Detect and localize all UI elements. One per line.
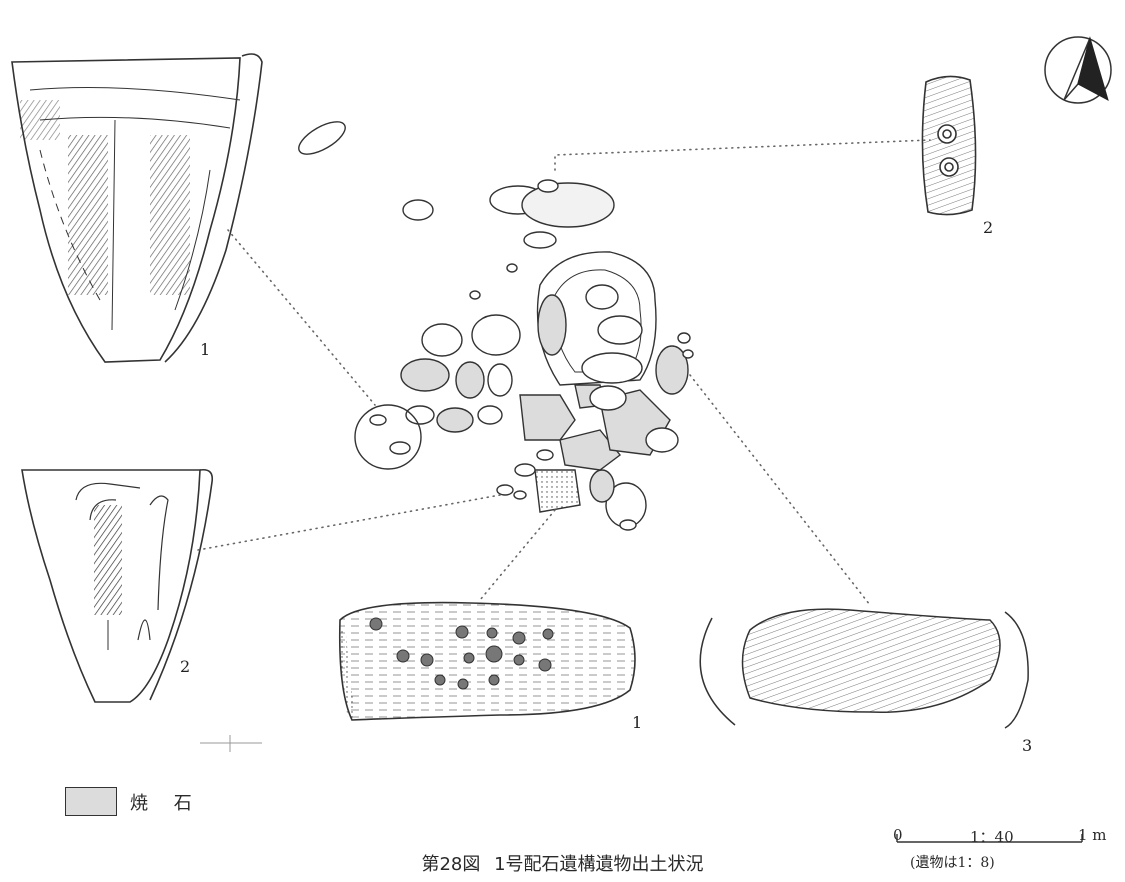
pottery-fragment-2-drawing bbox=[21, 468, 214, 703]
stone-artifact-2-drawing bbox=[921, 75, 977, 216]
stone-2-label: 2 bbox=[983, 218, 994, 237]
scale-ratio: 1：40 bbox=[970, 828, 1014, 846]
stone-1-label: 1 bbox=[632, 713, 643, 732]
pottery-fragment-1-drawing bbox=[11, 53, 263, 363]
stone-3-label: 3 bbox=[1022, 736, 1033, 755]
legend-label: 焼 石 bbox=[130, 793, 202, 814]
scale-bar bbox=[896, 834, 1083, 843]
leader-lines bbox=[197, 139, 931, 606]
pottery-1-label: 1 bbox=[200, 340, 211, 359]
stone-artifact-3-drawing bbox=[699, 608, 1029, 729]
scale-end: 1 m bbox=[1078, 826, 1107, 844]
legend-swatch bbox=[65, 787, 117, 816]
figure-number: 第28図 bbox=[421, 854, 481, 875]
scale-zero: 0 bbox=[893, 826, 903, 844]
pottery-2-label: 2 bbox=[180, 657, 191, 676]
scale-artifacts-note: (遺物は1：8) bbox=[910, 855, 995, 871]
stone-cluster-plan bbox=[298, 121, 694, 531]
stone-artifact-1-drawing bbox=[338, 601, 636, 721]
figure-caption: 第28図 1号配石遺構遺物出土状況 bbox=[0, 850, 1125, 876]
reference-mark bbox=[200, 735, 262, 752]
north-arrow-icon bbox=[1044, 36, 1112, 104]
figure-title: 1号配石遺構遺物出土状況 bbox=[494, 854, 704, 875]
